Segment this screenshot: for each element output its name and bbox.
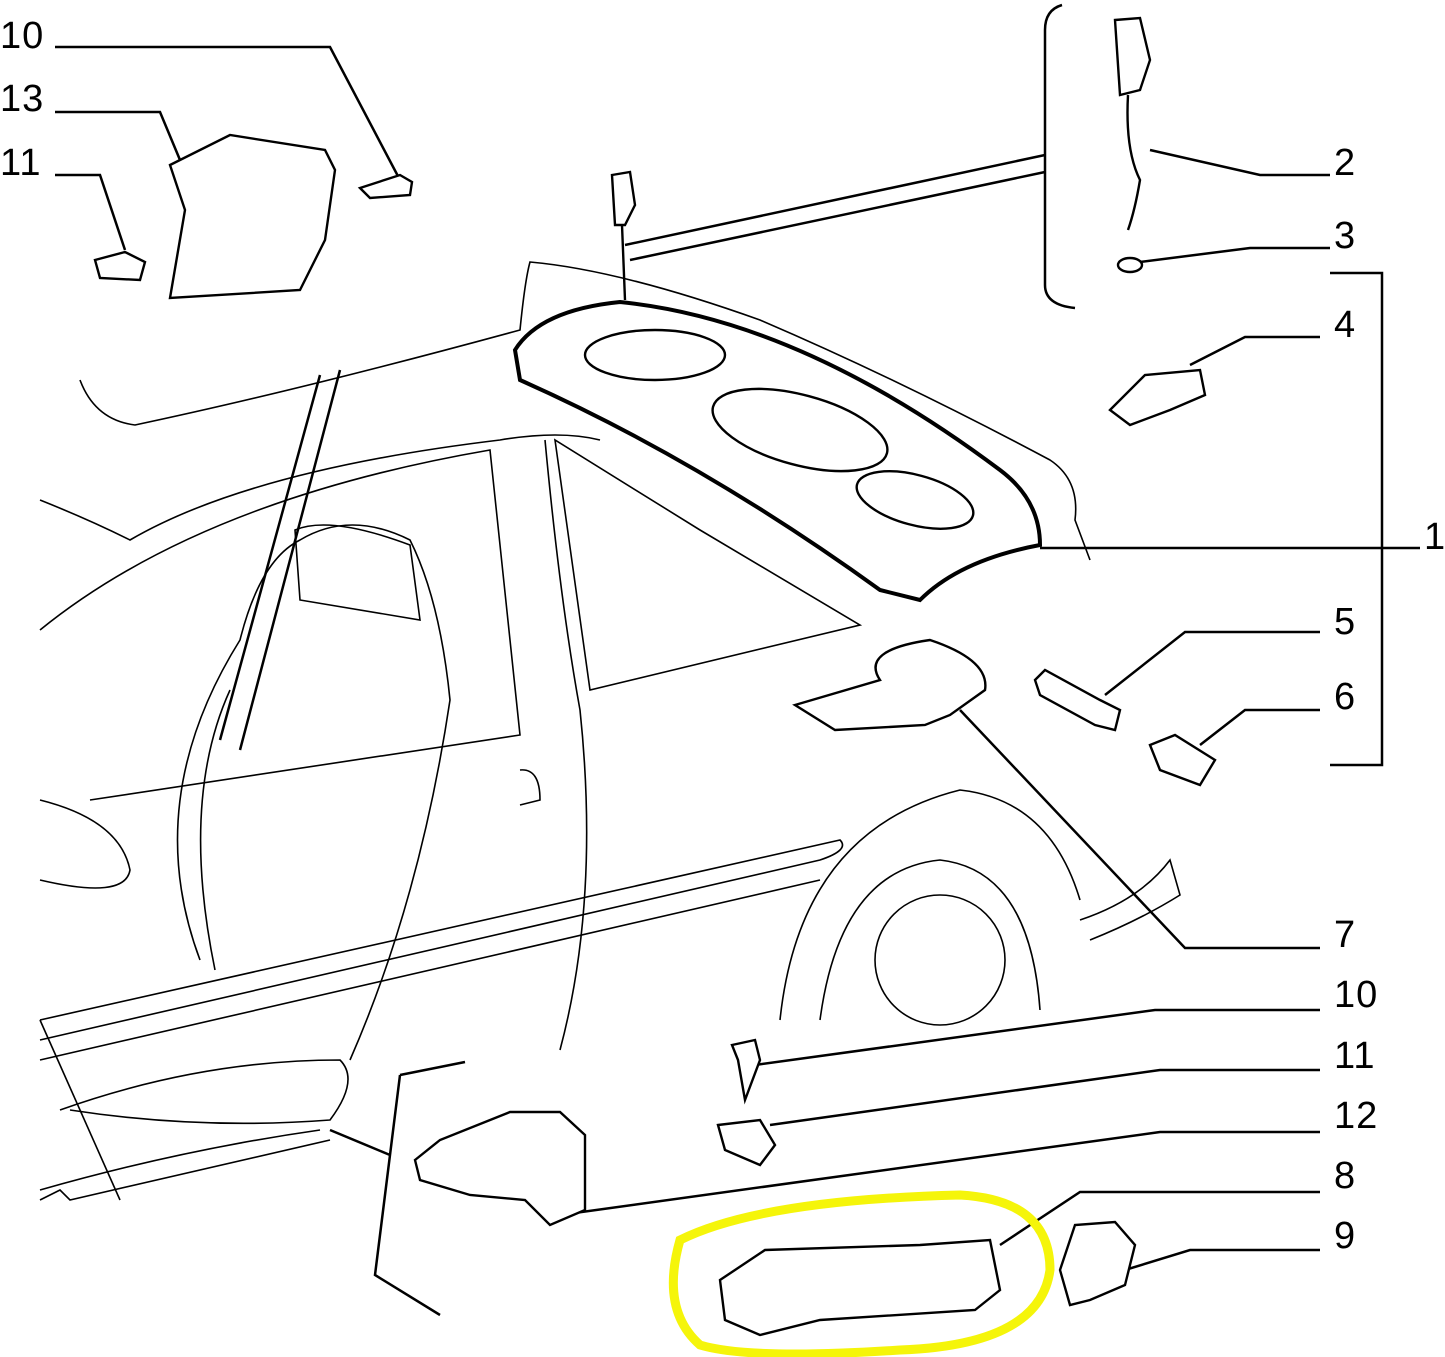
- highlight-ring: [668, 1190, 1055, 1357]
- callout-13: 13: [0, 78, 45, 120]
- part-10-screw: [357, 173, 414, 200]
- callout-7: 7: [1334, 914, 1357, 956]
- part-6-cap: [1148, 733, 1217, 787]
- callout-11: 11: [0, 142, 42, 184]
- part-5-pin: [1033, 668, 1122, 732]
- callout-2: 2: [1334, 142, 1357, 184]
- part-4-bracket: [1108, 368, 1207, 427]
- part-12-bracket: [413, 1110, 587, 1227]
- leader-lines: [55, 3, 1420, 1317]
- callout-9: 9: [1334, 1215, 1357, 1257]
- part-11-clip-b: [716, 1118, 777, 1167]
- callout-11b: 11: [1334, 1035, 1376, 1077]
- callout-3: 3: [1334, 215, 1357, 257]
- callout-12: 12: [1334, 1095, 1379, 1137]
- part-2-strap: [1113, 16, 1152, 231]
- callout-5: 5: [1334, 601, 1357, 643]
- part-10-screw-b: [730, 1038, 762, 1105]
- part-11-clip: [93, 250, 147, 282]
- callout-8: 8: [1334, 1155, 1357, 1197]
- part-9-clip: [1058, 1220, 1137, 1307]
- car-outline: [39, 261, 1181, 1201]
- callout-10: 10: [0, 15, 45, 57]
- part-13-trim: [168, 133, 337, 300]
- callout-1: 1: [1424, 516, 1445, 558]
- part-3-washer: [1116, 256, 1144, 274]
- callout-6: 6: [1334, 676, 1357, 718]
- callout-10b: 10: [1334, 974, 1379, 1016]
- parts: [93, 16, 1217, 1337]
- part-7-speaker-housing: [792, 638, 987, 732]
- callout-4: 4: [1334, 304, 1357, 346]
- part-8-trim-piece: [718, 1238, 1002, 1337]
